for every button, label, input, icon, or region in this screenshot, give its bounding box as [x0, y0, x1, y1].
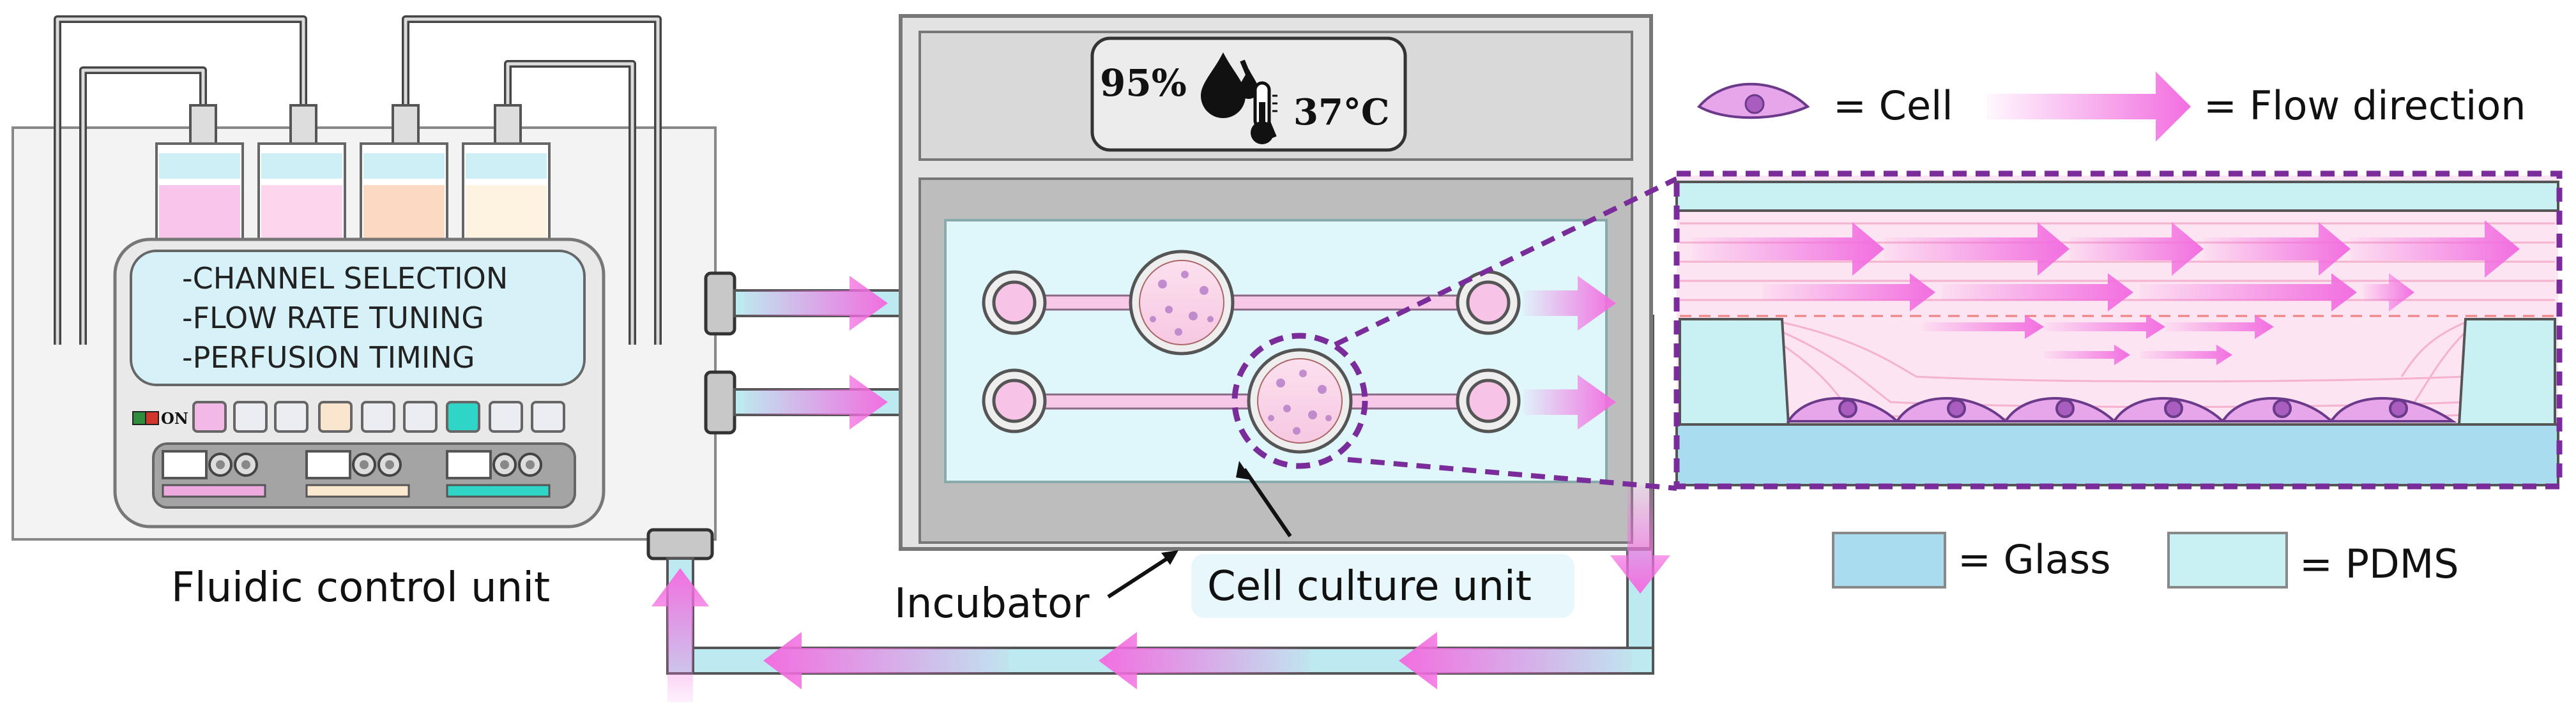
legend-glass-label: = Glass — [1958, 536, 2111, 583]
top-glass-layer — [1675, 181, 2559, 212]
outlet-connector-1 — [704, 271, 736, 336]
channel-button-4[interactable] — [318, 401, 353, 433]
menu-perfusion-timing: -PERFUSION TIMING — [182, 340, 475, 375]
thermometer-icon — [1251, 81, 1277, 144]
channel-button-1[interactable] — [192, 401, 227, 433]
flow-arrow-icon — [2165, 315, 2274, 339]
flow-arrow-icon — [1942, 273, 2133, 311]
flow-arrow-icon — [2069, 222, 2204, 276]
chip-ports — [982, 270, 1521, 433]
zoom-source-outline — [1231, 333, 1368, 469]
cell-culture-caption: Cell culture unit — [1207, 563, 1532, 610]
pdms-swatch — [2167, 532, 2288, 589]
temperature-readout: 37°C — [1293, 91, 1390, 133]
flow-arrow-icon — [652, 568, 709, 702]
bottom-glass-layer — [1675, 423, 2559, 486]
channel-indicator-bar — [162, 484, 266, 498]
inlet-connector — [646, 528, 714, 560]
control-group-2[interactable] — [305, 450, 410, 498]
legend-bottom: = Glass = PDMS — [1832, 532, 2459, 589]
glass-swatch — [1832, 532, 1946, 589]
flow-arrow-icon — [744, 375, 888, 430]
reservoir-tubing-inner — [56, 17, 660, 345]
flow-arrow-icon — [1099, 632, 1309, 689]
flow-arrows — [652, 276, 1670, 702]
adherent-cells — [1786, 397, 2457, 423]
flow-arrow-icon — [1523, 375, 1616, 430]
control-group-3[interactable] — [446, 450, 551, 498]
humidity-readout: 95% — [1100, 61, 1187, 105]
flow-arrow-icon — [1884, 222, 2069, 276]
legend-pdms-label: = PDMS — [2299, 541, 2459, 587]
outlet-connector-2 — [704, 370, 736, 435]
flow-arrow-icon — [2363, 273, 2414, 311]
menu-flow-rate-tuning: -FLOW RATE TUNING — [182, 301, 484, 335]
flow-arrow-icon — [2351, 220, 2520, 278]
channel-flow-arrows — [1693, 220, 2520, 365]
flow-arrow-icon — [1610, 485, 1670, 594]
flow-arrow-icon — [1986, 71, 2191, 142]
incubator: 95% 37°C — [899, 14, 1653, 599]
power-switch[interactable]: ON — [132, 409, 188, 428]
flow-arrow-icon — [744, 276, 888, 331]
fluidic-control-unit: -CHANNEL SELECTION -FLOW RATE TUNING -PE… — [11, 15, 736, 612]
zoom-line-bottom — [1347, 457, 1677, 491]
culture-chambers — [1129, 250, 1353, 454]
pdms-wall-left — [1679, 318, 1790, 426]
cell-culture-pointer — [1242, 468, 1292, 537]
legend-flow-label: = Flow direction — [2204, 82, 2526, 129]
flow-arrow-icon — [2044, 345, 2130, 365]
culture-caption-bg — [1191, 554, 1574, 618]
menu-channel-selection: -CHANNEL SELECTION — [182, 261, 508, 296]
channel-indicator-bar — [446, 484, 551, 498]
flow-arrow-icon — [1523, 276, 1616, 331]
legend-cell-label: = Cell — [1833, 82, 1953, 129]
incubator-caption: Incubator — [894, 580, 1090, 627]
channel-button-9[interactable] — [531, 401, 565, 433]
zoom-outline — [1673, 170, 2563, 490]
flow-arrow-icon — [1399, 632, 1632, 689]
channel-button-3[interactable] — [274, 401, 309, 433]
flow-arrow-icon — [2140, 273, 2357, 311]
flow-arrow-icon — [1923, 315, 2044, 339]
channel-button-7[interactable] — [446, 401, 480, 433]
legend-top: = Cell = Flow direction — [1696, 71, 2526, 142]
flow-arrow-icon — [1693, 222, 1884, 276]
pdms-wall-right — [2457, 318, 2556, 426]
channel-button-8[interactable] — [489, 401, 523, 433]
zoom-line-top — [1334, 176, 1678, 347]
flow-arrow-icon — [2044, 315, 2165, 339]
channel-button-5[interactable] — [361, 401, 395, 433]
channel-button-2[interactable] — [233, 401, 268, 433]
power-label: ON — [161, 409, 188, 428]
incubator-pointer — [1107, 553, 1173, 599]
flow-arrow-icon — [763, 632, 1009, 689]
cell-legend-icon — [1696, 82, 1810, 119]
channel-cross-section — [1673, 170, 2563, 490]
flow-arrow-icon — [2204, 222, 2351, 276]
pump-screen — [130, 250, 586, 386]
flow-arrow-icon — [1763, 273, 1935, 311]
channel-indicator-bar — [305, 484, 410, 498]
flow-arrow-icon — [2140, 345, 2232, 365]
control-group-1[interactable] — [162, 450, 266, 498]
channel-button-6[interactable] — [403, 401, 438, 433]
control-unit-caption: Fluidic control unit — [171, 564, 550, 612]
channel-buttons[interactable] — [192, 401, 565, 433]
